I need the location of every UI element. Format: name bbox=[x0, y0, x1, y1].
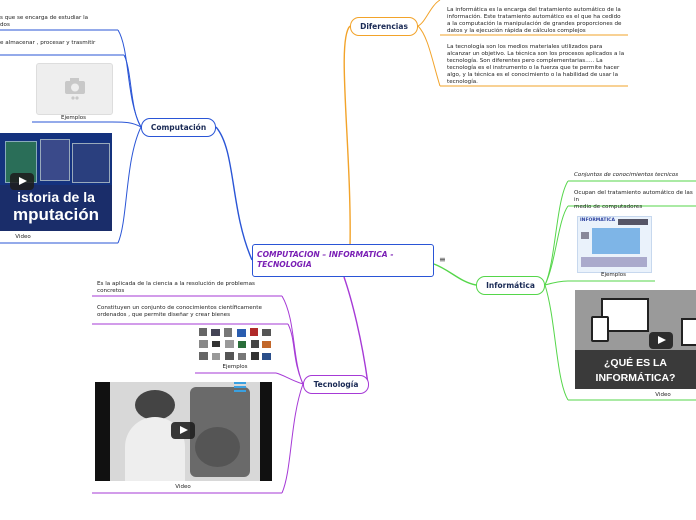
node-computacion[interactable]: Computación bbox=[141, 118, 216, 137]
informatica-video-thumbnail[interactable]: ¿QUÉ ES LA INFORMÁTICA? bbox=[575, 290, 696, 389]
computacion-video-caption: Video bbox=[15, 234, 31, 240]
node-computacion-label: Computación bbox=[150, 123, 207, 132]
tecnologia-video-thumbnail[interactable] bbox=[95, 382, 272, 481]
diagram-graphic bbox=[592, 228, 640, 254]
computacion-video-thumbnail[interactable]: istoria de la mputación bbox=[0, 133, 112, 231]
device-graphic bbox=[262, 329, 271, 336]
tecnologia-text-1: Es la aplicada de la ciencia a la resolu… bbox=[97, 281, 255, 294]
tecnologia-ejemplos-image[interactable] bbox=[197, 326, 273, 362]
video-title-line1: istoria de la bbox=[17, 189, 95, 205]
tecnologia-ejemplos-caption: Ejemplos bbox=[222, 364, 248, 370]
video-title-line2: mputación bbox=[13, 205, 99, 224]
device-graphic bbox=[199, 328, 207, 336]
diferencias-text-1: La informática es la encarga del tratami… bbox=[447, 7, 622, 34]
device-graphic bbox=[237, 329, 246, 337]
device-graphic bbox=[211, 329, 220, 336]
device-graphic bbox=[225, 340, 234, 348]
device-graphic bbox=[238, 353, 246, 360]
ejemplos-image-placeholder[interactable] bbox=[36, 63, 113, 115]
play-icon[interactable] bbox=[649, 332, 673, 349]
device-graphic bbox=[40, 139, 70, 181]
diferencias-text-2: La tecnología son los medios materiales … bbox=[447, 44, 625, 85]
tecnologia-text-2: Constituyen un conjunto de conocimientos… bbox=[97, 305, 262, 318]
video-title-line1: ¿QUÉ ES LA bbox=[603, 357, 667, 369]
node-diferencias[interactable]: Diferencias bbox=[350, 17, 418, 36]
central-topic[interactable]: COMPUTACION – INFORMATICA - TECNOLOGIA bbox=[252, 244, 434, 277]
device-graphic bbox=[212, 341, 220, 347]
computacion-text-1: s que se encarga de estudiar la dos bbox=[0, 15, 89, 28]
tablet-graphic bbox=[681, 318, 696, 346]
node-tecnologia[interactable]: Tecnología bbox=[303, 375, 369, 394]
tecnologia-video-caption: Video bbox=[175, 484, 191, 490]
computacion-video-title: istoria de la mputación bbox=[0, 189, 112, 223]
camera-icon bbox=[65, 78, 85, 100]
computacion-text-2: e almacenar , procesar y trasmitir bbox=[0, 40, 96, 46]
play-icon[interactable] bbox=[10, 173, 34, 190]
device-graphic bbox=[251, 352, 259, 360]
device-graphic bbox=[251, 340, 259, 348]
photo-figure bbox=[135, 390, 175, 420]
informatica-video-title: ¿QUÉ ES LA INFORMÁTICA? bbox=[575, 356, 696, 386]
device-graphic bbox=[238, 341, 246, 348]
computacion-ejemplos-caption: Ejemplos bbox=[61, 115, 86, 121]
device-graphic bbox=[199, 352, 208, 360]
informatica-video-caption: Video bbox=[655, 392, 671, 398]
video-title-line2: INFORMÁTICA? bbox=[595, 372, 676, 384]
photo-machine bbox=[195, 427, 240, 467]
informatica-ejemplos-caption: Ejemplos bbox=[601, 272, 626, 278]
monitor-graphic bbox=[601, 298, 649, 332]
informatica-text-1: Conjuntos de conocimientos tecnicos bbox=[574, 172, 679, 178]
menu-icon[interactable]: ≡ bbox=[439, 255, 446, 264]
list-icon bbox=[234, 382, 246, 392]
device-graphic bbox=[225, 352, 234, 360]
node-informatica-label: Informática bbox=[486, 281, 535, 290]
node-diferencias-label: Diferencias bbox=[360, 22, 408, 31]
informatica-text-2: Ocupan del tratamiento automático de las… bbox=[574, 190, 693, 210]
central-topic-title: COMPUTACION – INFORMATICA - TECNOLOGIA bbox=[257, 250, 394, 269]
node-tecnologia-label: Tecnología bbox=[313, 380, 359, 389]
device-graphic bbox=[581, 232, 589, 239]
play-icon[interactable] bbox=[171, 422, 195, 439]
devices-graphic bbox=[581, 257, 647, 267]
device-graphic bbox=[199, 340, 208, 348]
informatica-ejemplos-image[interactable]: INFORMATICA bbox=[577, 216, 652, 273]
device-graphic bbox=[224, 328, 232, 337]
device-graphic bbox=[250, 328, 258, 336]
informatica-image-heading: INFORMATICA bbox=[580, 218, 615, 223]
device-graphic bbox=[262, 353, 271, 360]
device-graphic bbox=[212, 353, 220, 360]
node-informatica[interactable]: Informática bbox=[476, 276, 545, 295]
device-graphic bbox=[618, 219, 648, 225]
phone-graphic bbox=[591, 316, 609, 342]
device-graphic bbox=[72, 143, 110, 183]
device-graphic bbox=[262, 341, 271, 348]
